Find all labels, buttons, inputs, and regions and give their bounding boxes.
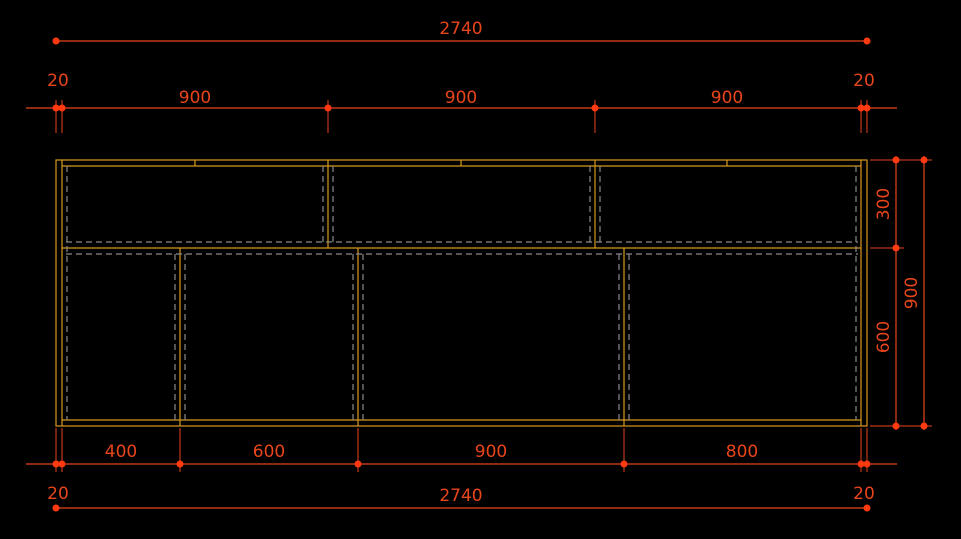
bottom-segment-dimension: 400 600 900 800 20 20 — [26, 428, 897, 504]
top-segment-dimension: 20 20 900 900 900 — [26, 71, 897, 133]
top-overall-dimension: 2740 — [52, 19, 871, 45]
bottom-segment-1-label: 400 — [105, 442, 137, 462]
bottom-overall-dimension: 2740 — [52, 486, 871, 512]
right-lower-label: 600 — [874, 321, 894, 353]
bottom-segment-4-label: 800 — [726, 442, 758, 462]
bottom-left-offset-label: 20 — [47, 484, 69, 504]
bottom-segment-2-label: 600 — [253, 442, 285, 462]
top-segment-2-label: 900 — [445, 88, 477, 108]
top-left-offset-label: 20 — [47, 71, 69, 91]
top-total-label: 2740 — [439, 19, 482, 39]
right-total-label: 900 — [902, 277, 922, 309]
top-segment-3-label: 900 — [711, 88, 743, 108]
bottom-segment-3-label: 900 — [475, 442, 507, 462]
bottom-total-label: 2740 — [439, 486, 482, 506]
right-upper-label: 300 — [874, 188, 894, 220]
top-segment-1-label: 900 — [179, 88, 211, 108]
cabinet-outline — [55, 159, 868, 427]
bottom-right-offset-label: 20 — [853, 484, 875, 504]
hidden-lines — [66, 166, 858, 420]
right-dimensions: 300 600 900 — [870, 156, 932, 430]
top-right-offset-label: 20 — [853, 71, 875, 91]
